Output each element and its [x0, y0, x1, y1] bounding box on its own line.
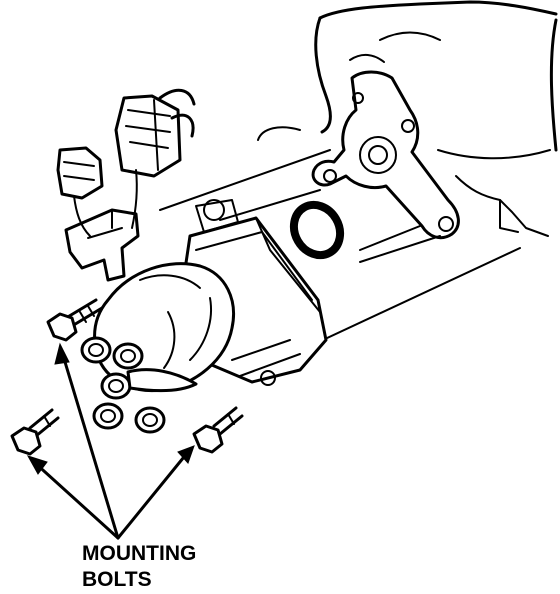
wiring-connector-large — [114, 88, 196, 229]
callout-leader-lines — [26, 342, 195, 540]
cap-terminals — [80, 336, 198, 434]
mounting-bolt-top — [46, 298, 104, 342]
o-ring-seal — [289, 200, 345, 260]
mounting-bracket-arm — [311, 70, 460, 240]
wiring-connector-small — [56, 146, 104, 237]
mounting-bolts-label: MOUNTING BOLTS — [82, 542, 197, 591]
mounting-bolt-right — [192, 406, 244, 454]
harness-bracket — [64, 208, 140, 282]
mounting-bolt-left — [10, 408, 60, 456]
engine-head-outline — [257, 0, 558, 237]
